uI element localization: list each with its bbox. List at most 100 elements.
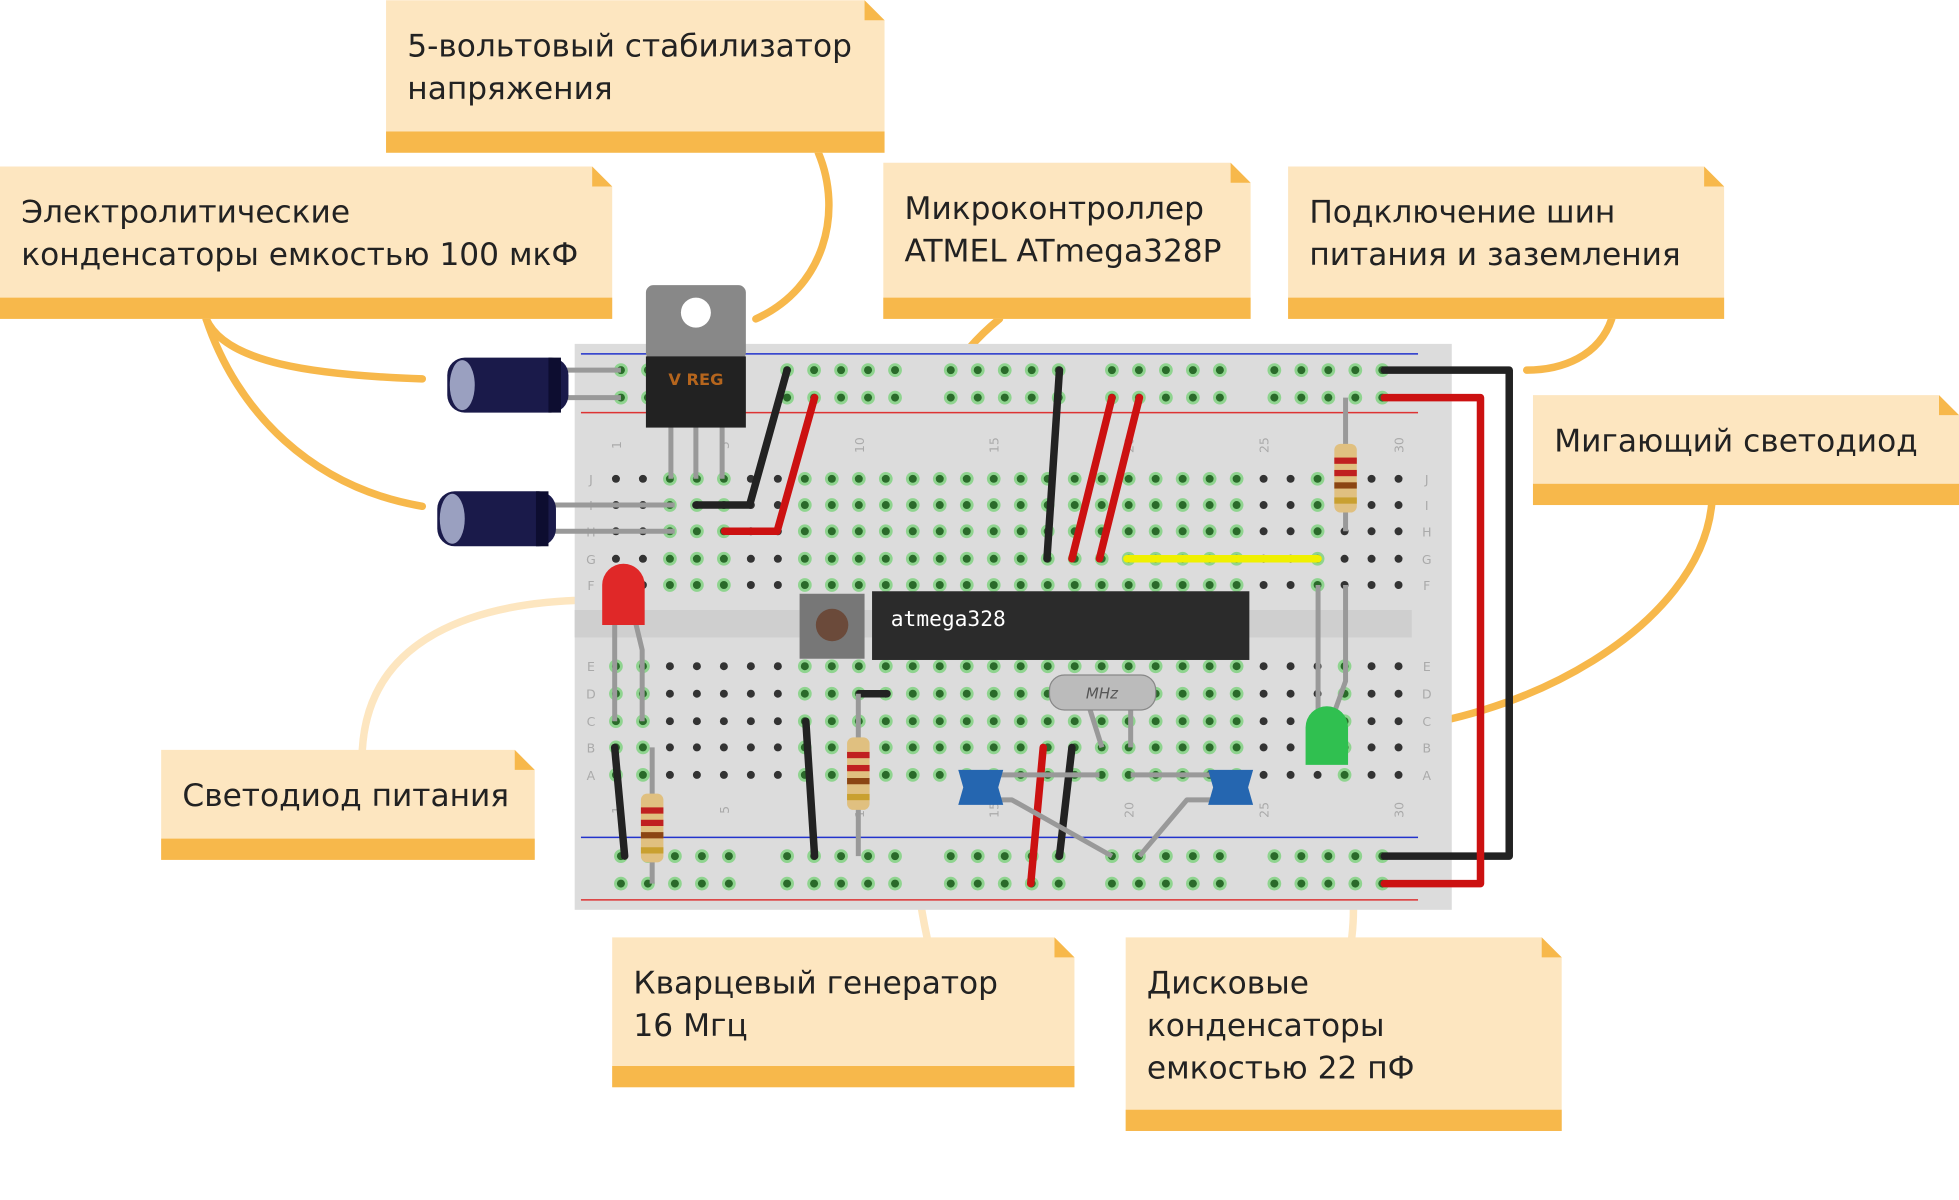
note-background [161, 749, 535, 860]
hole [1215, 393, 1224, 402]
regulator-label: V REG [668, 370, 723, 389]
hole [1259, 689, 1268, 698]
red-wire [1068, 393, 1116, 563]
hole [773, 581, 782, 590]
hole [1043, 662, 1052, 671]
hole [1000, 393, 1009, 402]
hole [1351, 879, 1360, 888]
hole [962, 474, 971, 483]
hole [1016, 554, 1025, 563]
component-lead [1137, 797, 1219, 858]
resistor-band [1334, 482, 1357, 489]
hole [989, 743, 998, 752]
note-text: 5-вольтовый стабилизатор [407, 29, 852, 65]
atmega-chip [872, 591, 1250, 660]
hole [1016, 689, 1025, 698]
hole [1367, 527, 1376, 536]
hole [854, 501, 863, 510]
hole [935, 501, 944, 510]
hole [1232, 743, 1241, 752]
black-wire [802, 717, 819, 860]
chip-label: atmega328 [891, 607, 1006, 632]
hole [1000, 879, 1009, 888]
hole [1286, 743, 1295, 752]
hole [1232, 717, 1241, 726]
hole [989, 501, 998, 510]
hole [670, 879, 679, 888]
hole [827, 474, 836, 483]
hole [692, 662, 701, 671]
hole [1259, 770, 1268, 779]
hole [962, 581, 971, 590]
hole [881, 527, 890, 536]
hole [989, 662, 998, 671]
hole [827, 581, 836, 590]
hole [1259, 662, 1268, 671]
note-power-led: Светодиод питания [161, 749, 535, 860]
note-text: питания и заземления [1309, 237, 1680, 273]
hole [946, 366, 955, 375]
hole [638, 743, 647, 752]
column-label: 30 [1392, 802, 1407, 818]
green-led [1305, 706, 1349, 765]
callout-line [752, 148, 833, 323]
hole [1367, 501, 1376, 510]
hole [962, 717, 971, 726]
hole [1270, 366, 1279, 375]
hole [1134, 879, 1143, 888]
hole [665, 689, 674, 698]
callout-line [202, 315, 427, 511]
note-fold-corner [1054, 937, 1075, 958]
hole [1270, 879, 1279, 888]
hole [1151, 581, 1160, 590]
hole [1070, 501, 1079, 510]
column-label: 1 [609, 441, 624, 449]
note-text: Микроконтроллер [905, 191, 1204, 227]
callout-line [1522, 315, 1616, 374]
hole [1313, 770, 1322, 779]
note-text: 16 Мгц [633, 1008, 747, 1044]
hole [1107, 366, 1116, 375]
hole [962, 689, 971, 698]
hole [1161, 852, 1170, 861]
capacitor-body [447, 357, 569, 413]
hole [1070, 662, 1079, 671]
hole [724, 879, 733, 888]
hole [783, 393, 792, 402]
hole [1324, 879, 1333, 888]
note-background [612, 937, 1075, 1088]
hole [1016, 474, 1025, 483]
component-lead [1331, 585, 1349, 714]
red-led [602, 563, 645, 625]
row-label: A [1422, 768, 1431, 783]
row-label: D [586, 687, 596, 702]
column-label: 15 [987, 802, 1002, 818]
hole [665, 743, 674, 752]
hole [1286, 662, 1295, 671]
hole [827, 770, 836, 779]
note-fold-corner [1541, 937, 1562, 958]
black-wire [1055, 743, 1076, 860]
hole [962, 527, 971, 536]
hole [800, 554, 809, 563]
hole [719, 689, 728, 698]
hole [1205, 501, 1214, 510]
hole [692, 770, 701, 779]
hole [638, 770, 647, 779]
hole [1097, 662, 1106, 671]
note-text: Светодиод питания [182, 778, 509, 814]
hole [1178, 689, 1187, 698]
hole [1097, 474, 1106, 483]
hole [1394, 501, 1403, 510]
hole [1097, 501, 1106, 510]
hole [864, 366, 873, 375]
hole [692, 743, 701, 752]
note-fold-corner [514, 749, 535, 770]
hole [935, 743, 944, 752]
red-wire [720, 393, 819, 536]
hole [1054, 879, 1063, 888]
hole [989, 689, 998, 698]
